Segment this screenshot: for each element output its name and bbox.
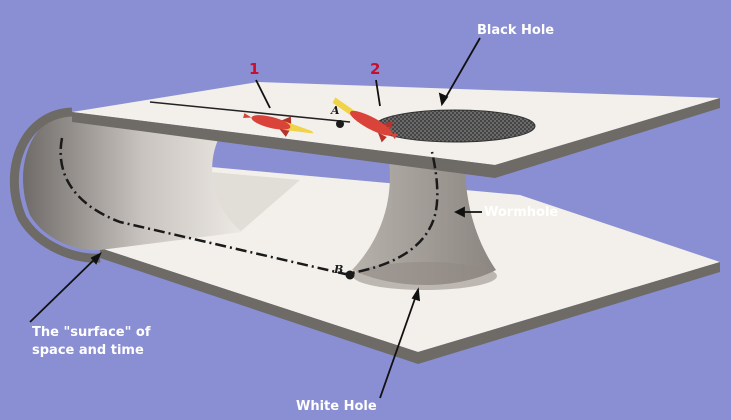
label-surface-line-1: The "surface" of: [32, 325, 151, 340]
arrow-white-hole: [379, 289, 419, 399]
label-black-hole: Black Hole: [477, 23, 555, 38]
point-b-dot: [345, 270, 355, 280]
rocket-trajectory: [149, 101, 351, 123]
label-surface-line-2: space and time: [32, 343, 144, 358]
arrow-surface: [29, 253, 101, 323]
rocket-2-icon: [332, 97, 398, 143]
label-wormhole: Wormhole: [484, 205, 559, 220]
wormhole-path: [59, 137, 439, 276]
arrow-black-hole: [441, 37, 481, 105]
label-white-hole: White Hole: [296, 399, 377, 414]
arrow-rocket-1: [255, 79, 271, 109]
marker-rocket-2: 2: [370, 60, 381, 78]
rocket-1-icon: [243, 113, 314, 137]
marker-rocket-1: 1: [249, 60, 260, 78]
curved-fold-edge: [9, 107, 101, 263]
black-hole: [374, 109, 536, 143]
label-arrows: [29, 37, 482, 399]
arrow-rocket-2: [375, 79, 381, 107]
white-hole-mouth: [353, 262, 497, 290]
marker-point-b: B: [334, 263, 344, 276]
curved-fold: [23, 112, 242, 251]
bottom-sheet-edge: [100, 248, 720, 364]
top-sheet-edge: [72, 98, 720, 178]
marker-point-a: A: [331, 104, 340, 117]
wormhole-throat: [352, 140, 496, 286]
point-a-dot: [336, 120, 344, 128]
